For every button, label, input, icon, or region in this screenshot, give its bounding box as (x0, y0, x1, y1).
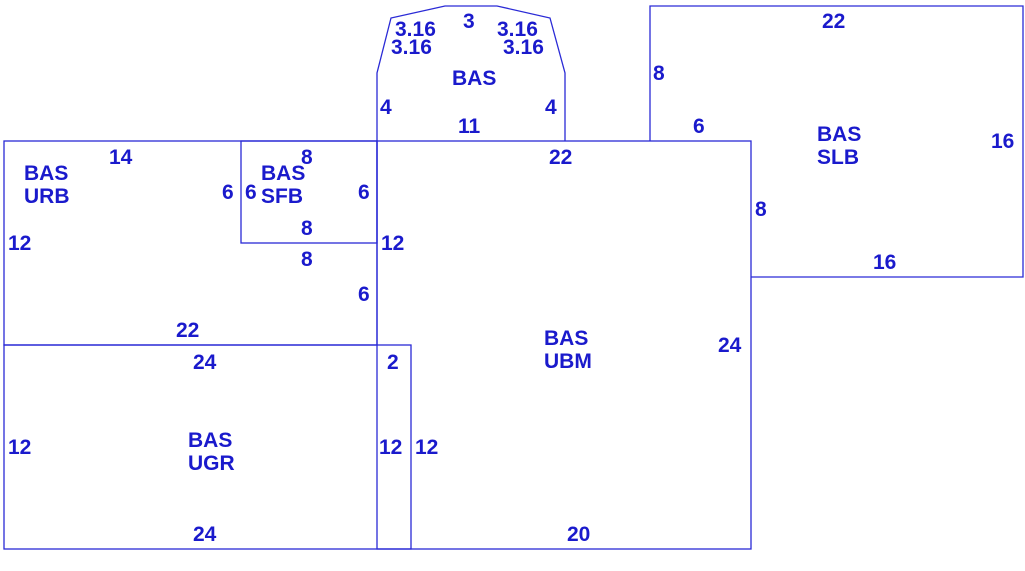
dim-urb-bottom: 22 (176, 319, 199, 342)
dim-bay-base: 11 (458, 115, 481, 138)
dimension-labels: 3 3.16 3.16 3.16 3.16 4 4 11 14 6 12 22 … (8, 10, 1014, 546)
room-ugr-name: UGR (188, 452, 235, 475)
bay-window-outline (376, 5, 566, 141)
dim-sfb-left: 6 (245, 181, 257, 204)
outlines (3, 5, 1024, 550)
dim-ubm-right: 24 (718, 334, 742, 357)
dim-ubm-left-bottom: 12 (415, 436, 438, 459)
dim-urb-left: 12 (8, 232, 31, 255)
dim-bay-diag-left-2: 3.16 (391, 36, 432, 59)
dim-ubm-top: 22 (549, 146, 572, 169)
dim-urb-top: 14 (109, 146, 133, 169)
room-slb-name: SLB (817, 146, 859, 169)
room-sfb-code: BAS (261, 162, 305, 185)
dim-ubm-bottom: 20 (567, 523, 590, 546)
room-ugr-outline (3, 344, 412, 550)
room-ugr-code: BAS (188, 429, 232, 452)
dim-slb-left-upper: 8 (653, 62, 665, 85)
dim-sfb-bottom-inner: 8 (301, 217, 313, 240)
room-slb-code: BAS (817, 123, 861, 146)
dim-bay-diag-right-2: 3.16 (503, 36, 544, 59)
dim-sfb-right: 6 (358, 181, 370, 204)
dim-urb-right: 6 (222, 181, 234, 204)
room-urb-name: URB (24, 185, 70, 208)
room-slb-outline (649, 5, 1024, 278)
dim-sfb-bottom-outer: 8 (301, 248, 313, 271)
dim-slb-base-left: 6 (693, 115, 705, 138)
dim-slb-left-lower: 8 (755, 198, 767, 221)
dim-slb-bottom: 16 (873, 251, 896, 274)
dim-ugr-top: 24 (193, 351, 217, 374)
dim-bay-side-right: 4 (545, 96, 557, 119)
dim-bay-side-left: 4 (380, 96, 392, 119)
dim-ubm-left-lower: 6 (358, 283, 370, 306)
room-bay-label: BAS (452, 67, 496, 90)
room-ubm-name: UBM (544, 350, 592, 373)
room-urb-code: BAS (24, 162, 68, 185)
dim-ugr-bottom: 24 (193, 523, 217, 546)
room-sfb-name: SFB (261, 185, 303, 208)
dim-bay-top: 3 (463, 10, 475, 33)
dim-bay-diag-right-1: 3.16 (497, 18, 538, 41)
dim-ugr-step: 2 (387, 351, 399, 374)
dim-bay-diag-left-1: 3.16 (395, 18, 436, 41)
dim-sfb-top: 8 (301, 146, 313, 169)
dim-slb-right: 16 (991, 130, 1014, 153)
room-labels: BAS BAS URB BAS SFB BAS UBM BAS SLB BAS … (24, 67, 861, 475)
dim-slb-top: 22 (822, 10, 845, 33)
dim-ugr-left: 12 (8, 436, 31, 459)
dim-ugr-right: 12 (379, 436, 402, 459)
dim-ubm-left-upper: 12 (381, 232, 404, 255)
room-ubm-code: BAS (544, 327, 588, 350)
